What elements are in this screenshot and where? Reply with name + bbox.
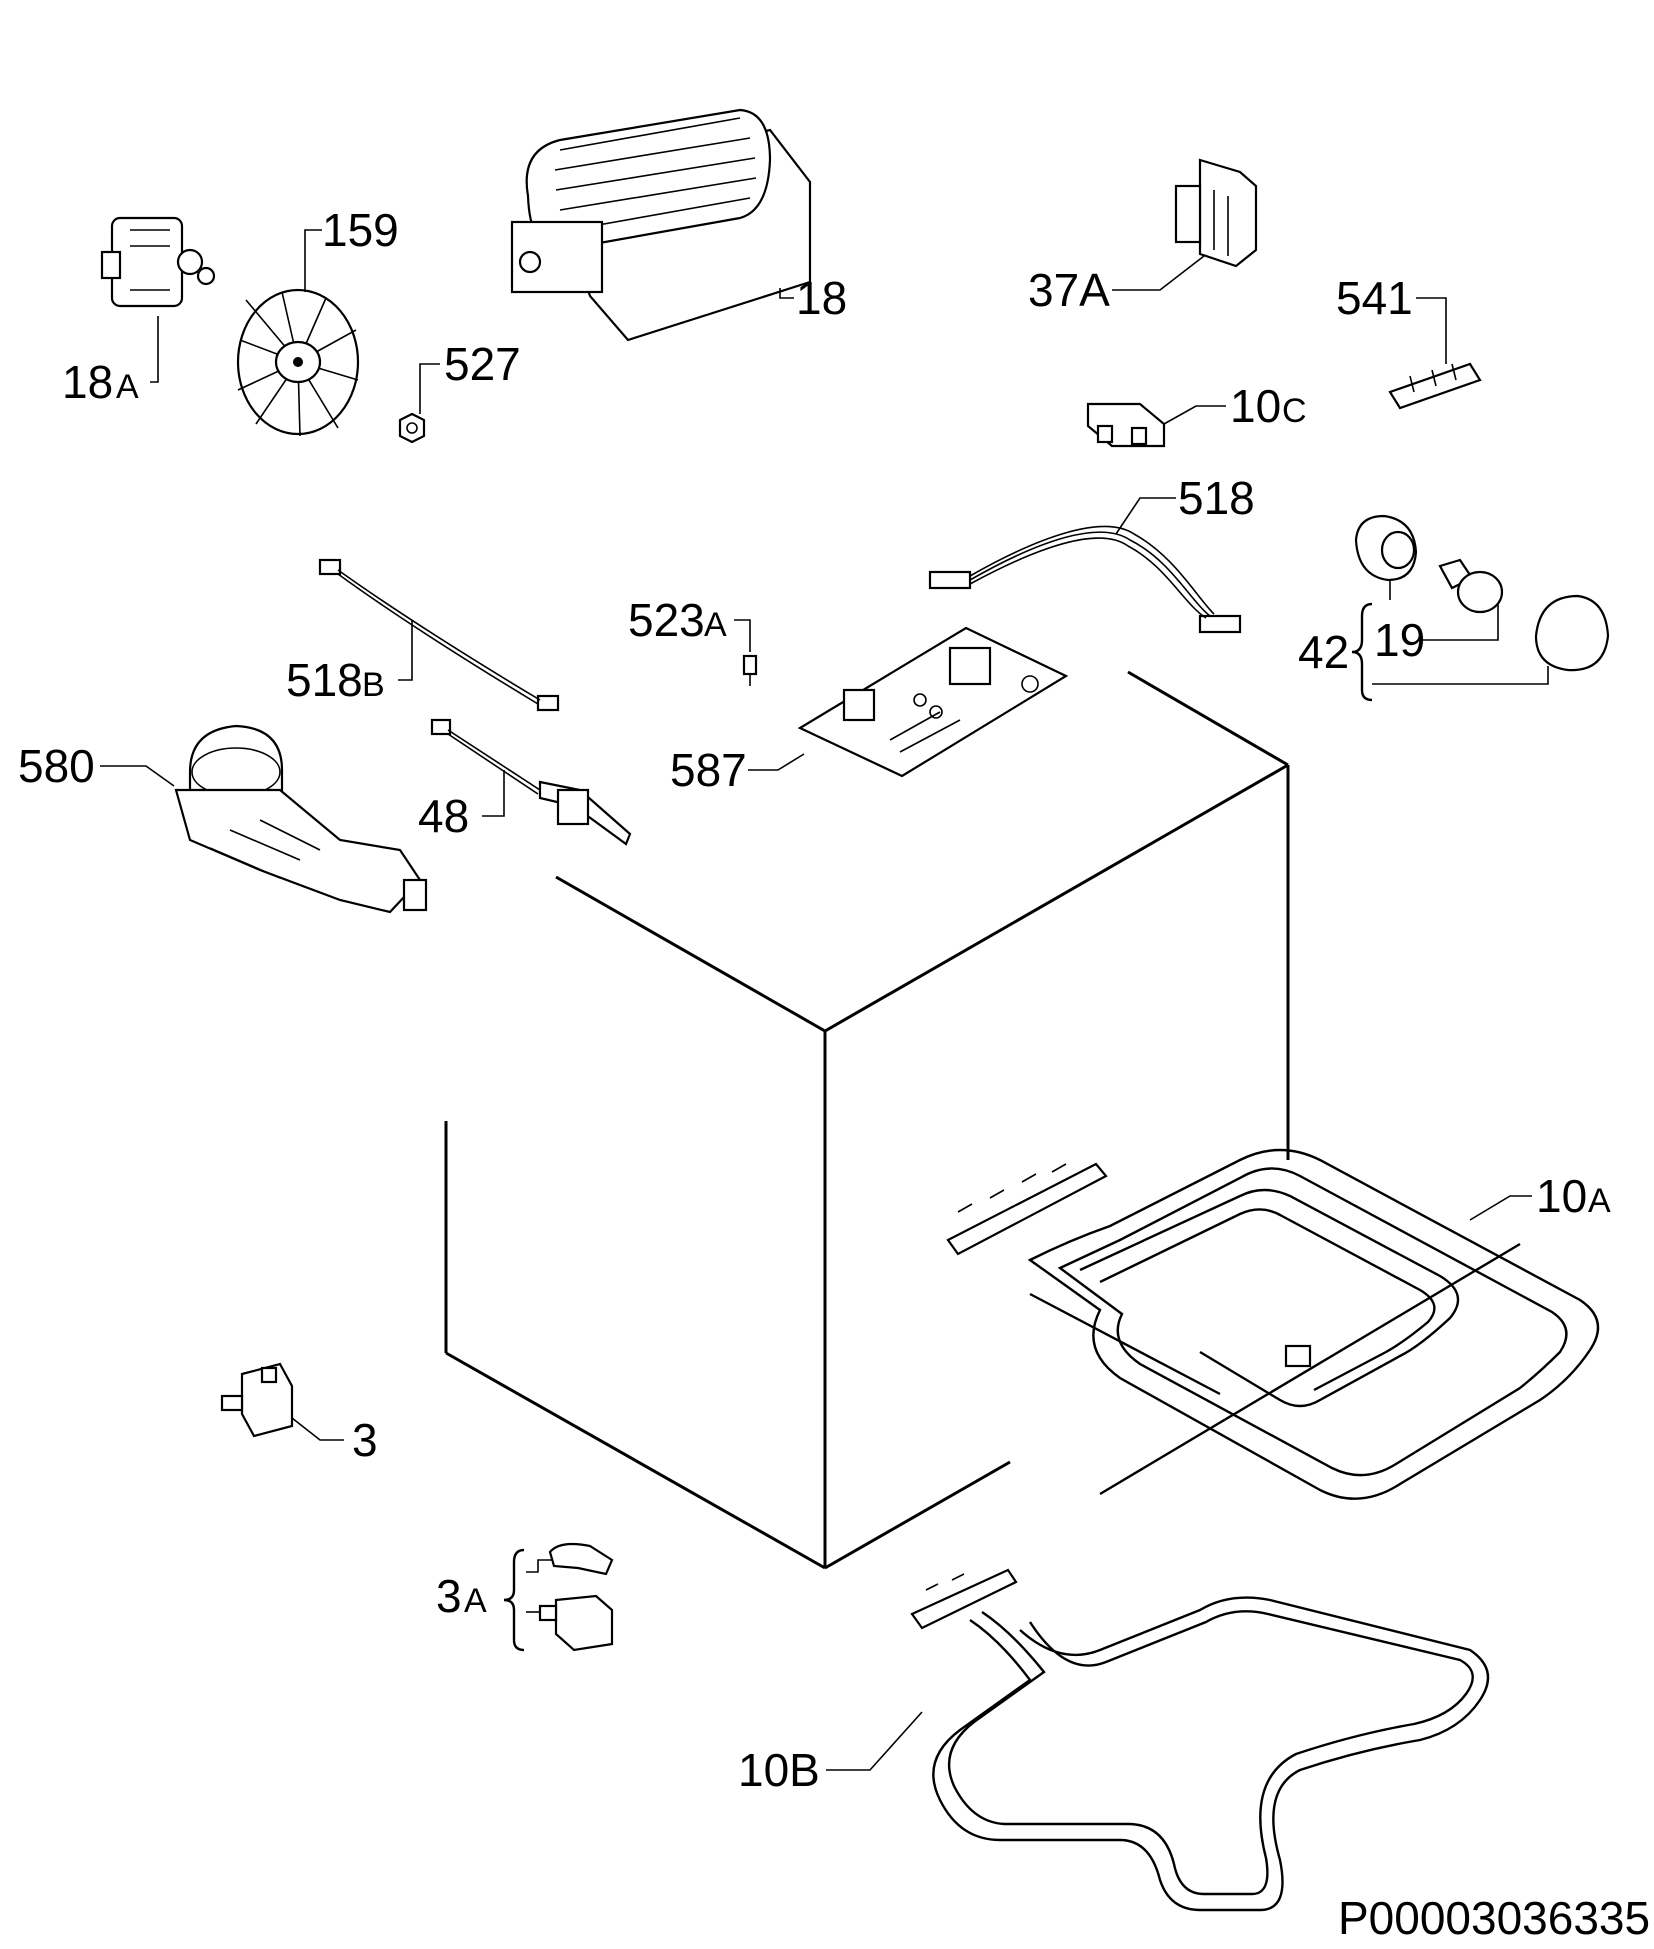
drawing-code: P00003036335 <box>1338 1892 1650 1944</box>
label-518b: 518 <box>286 654 363 706</box>
part-580-motor-lock <box>100 724 428 914</box>
part-48-probe <box>430 718 632 846</box>
label-159: 159 <box>322 204 399 256</box>
label-527: 527 <box>444 338 521 390</box>
label-518b-suffix: B <box>362 666 385 704</box>
part-10b-bottom-element <box>826 1568 1490 1912</box>
label-587: 587 <box>670 744 747 796</box>
part-527-nut <box>398 363 440 444</box>
part-159-fan-blade <box>236 229 360 437</box>
label-523a-suffix: A <box>704 606 727 644</box>
label-518: 518 <box>1178 472 1255 524</box>
label-580: 580 <box>18 740 95 792</box>
part-10c-terminal <box>1086 402 1226 448</box>
label-3: 3 <box>352 1414 378 1466</box>
part-37a-door-switch <box>1112 158 1258 291</box>
label-10b: 10B <box>738 1744 820 1796</box>
oven-cavity-box <box>444 670 1290 1570</box>
part-3-thermostat <box>220 1362 344 1441</box>
label-19: 19 <box>1374 614 1425 666</box>
label-18a: 18 <box>62 356 113 408</box>
part-3a-thermostat-pair <box>503 1542 614 1652</box>
label-18a-suffix: A <box>116 368 139 406</box>
part-518-wire-harness <box>928 497 1242 634</box>
label-541: 541 <box>1336 272 1413 324</box>
part-42-lamp-assembly <box>1351 514 1610 702</box>
part-518b-wire <box>318 558 560 712</box>
label-3a-suffix: A <box>464 1582 487 1620</box>
label-10a: 10 <box>1536 1170 1587 1222</box>
part-587-circuit-board <box>748 626 1069 778</box>
part-10a-grill-element <box>946 1148 1600 1500</box>
part-523a-small-lamp <box>734 619 758 686</box>
label-42: 42 <box>1298 626 1349 678</box>
label-10c: 10 <box>1230 380 1281 432</box>
part-18a-switch <box>100 216 216 383</box>
label-3a: 3 <box>436 1570 462 1622</box>
part-18-tangential-fan <box>510 108 812 342</box>
label-523a: 523 <box>628 594 705 646</box>
label-18: 18 <box>796 272 847 324</box>
label-10c-suffix: C <box>1282 392 1307 430</box>
label-37a: 37A <box>1028 264 1110 316</box>
label-10a-suffix: A <box>1588 1182 1611 1220</box>
label-48: 48 <box>418 790 469 842</box>
part-541-connector <box>1388 297 1482 410</box>
